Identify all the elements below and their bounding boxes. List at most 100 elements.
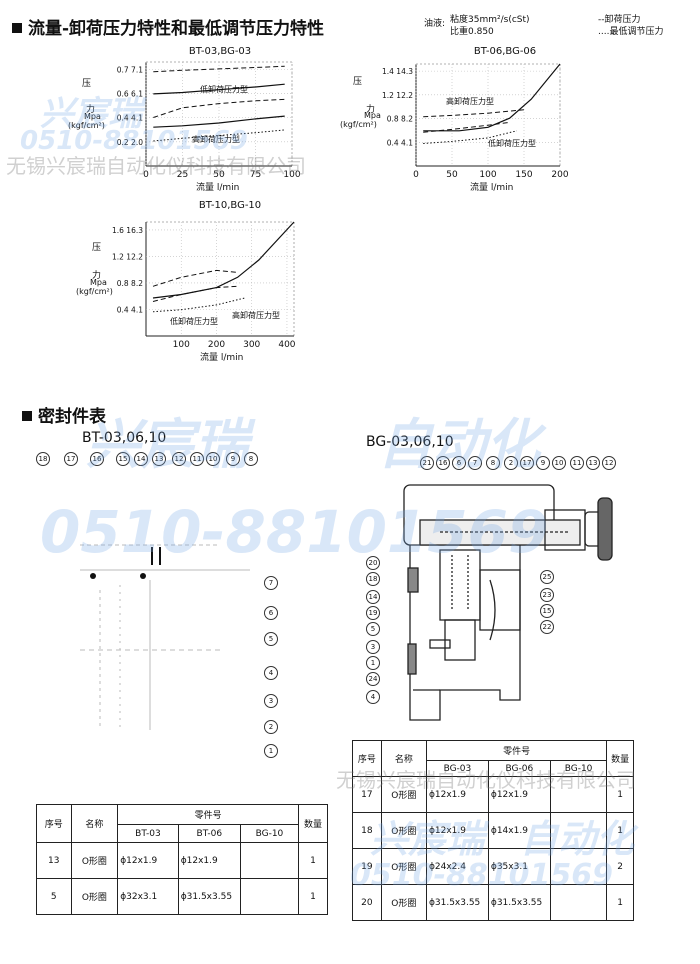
callout-number: 3	[366, 640, 380, 654]
cell-c2: ɸ12x1.9	[177, 842, 241, 879]
chart-x-tick-label: 100	[283, 170, 300, 180]
bg-label: BG-03,06,10	[366, 434, 454, 450]
table-row: 20 O形圈 ɸ31.5x3.55 ɸ31.5x3.55 1	[352, 884, 634, 921]
chart-x-tick-label: 400	[278, 340, 295, 350]
cell-c2: ɸ31.5x3.55	[177, 878, 241, 915]
chart-series-line	[153, 115, 285, 128]
th-no: 序号	[36, 804, 72, 843]
callout-number: 4	[366, 690, 380, 704]
th-part: 零件号	[117, 804, 299, 825]
cell-c3	[239, 878, 299, 915]
chart-y-tick-label: 0.4 4.1	[387, 138, 413, 147]
callout-number: 11	[570, 456, 584, 470]
callout-number: 3	[264, 694, 278, 708]
th-c2: BT-06	[177, 824, 241, 843]
chart3-title: BT-10,BG-10	[198, 200, 262, 211]
cell-no: 19	[352, 848, 382, 885]
cell-name: O形圈	[70, 842, 119, 879]
callout-number: 1	[366, 656, 380, 670]
section-title-seals: 密封件表	[22, 402, 106, 427]
chart-y-tick-label: 1.2 12.2	[112, 252, 143, 261]
callout-number: 13	[586, 456, 600, 470]
bt-drawing	[80, 544, 250, 730]
callout-number: 11	[190, 452, 204, 466]
chart2-y-char2: 力	[366, 105, 376, 115]
chart3-y-unit1: Mpa	[90, 278, 107, 287]
cell-c3	[239, 842, 299, 879]
cell-qty: 1	[297, 878, 329, 915]
cell-c1: ɸ32x3.1	[117, 878, 179, 915]
chart2-y-char1: 压	[353, 77, 363, 87]
chart-annotation: 低卸荷压力型	[200, 84, 248, 94]
callout-number: 6	[264, 606, 278, 620]
chart-x-tick-label: 0	[413, 170, 419, 180]
table-row: 5 O形圈 ɸ32x3.1 ɸ31.5x3.55 1	[36, 878, 329, 915]
chart2-y-unit2: (kgf/cm²)	[340, 120, 377, 129]
oil-viscosity: 粘度35mm²/s(cSt)	[450, 15, 530, 25]
chart-series-line	[152, 221, 295, 299]
section-title-text: 密封件表	[38, 407, 106, 427]
th-name: 名称	[380, 740, 427, 777]
chart-x-tick-label: 25	[177, 170, 188, 180]
chart-series-line	[153, 98, 285, 118]
watermark-phone: 0510-88101569	[350, 858, 613, 893]
chart1-y-char2: 力	[86, 105, 96, 115]
callout-number: 2	[264, 720, 278, 734]
callout-number: 22	[540, 620, 554, 634]
chart-x-tick-label: 50	[213, 170, 225, 180]
watermark-phone: 0510-88101569	[20, 126, 248, 156]
cell-no: 13	[36, 842, 72, 879]
chart2-x-label: 流量 l/min	[470, 183, 514, 193]
callout-number: 17	[64, 452, 78, 466]
section-title-text: 流量-卸荷压力特性和最低调节压力特性	[28, 19, 325, 39]
callout-number: 20	[366, 556, 380, 570]
watermark-phone: 0510-88101569	[40, 498, 549, 566]
cell-c2: ɸ35x3.1	[487, 848, 551, 885]
chart-y-tick-label: 0.2 2.0	[117, 138, 143, 147]
chart-x-tick-label: 100	[479, 170, 496, 180]
seal-table-bg: 序号 名称 零件号 数量 BG-03 BG-06 BG-10 17 O形圈 ɸ1…	[352, 740, 634, 921]
chart3-y-char1: 压	[92, 243, 102, 253]
chart-y-tick-label: 0.8 8.2	[117, 279, 143, 288]
bullet-square-icon	[22, 411, 32, 421]
cell-qty: 1	[297, 842, 329, 879]
table-row: 18 O形圈 ɸ12x1.9 ɸ14x1.9 1	[352, 812, 634, 849]
chart-series-line	[423, 130, 517, 144]
th-name: 名称	[70, 804, 119, 843]
th-part: 零件号	[425, 740, 608, 761]
chart1-y-char1: 压	[82, 79, 92, 89]
cell-no: 18	[352, 812, 382, 849]
th-qty: 数量	[297, 804, 329, 843]
legend-dashed: --卸荷压力	[598, 15, 641, 25]
chart3-x-label: 流量 l/min	[200, 353, 244, 363]
chart-series-line	[152, 269, 238, 287]
callout-number: 1	[264, 744, 278, 758]
chart-annotation: 低卸荷压力型	[170, 316, 218, 326]
chart-x-tick-label: 150	[515, 170, 532, 180]
chart-series-line	[423, 121, 510, 133]
cell-name: O形圈	[380, 884, 427, 921]
cell-c3	[549, 776, 608, 813]
seal-table-bt: 序号 名称 零件号 数量 BT-03 BT-06 BG-10 13 O形圈 ɸ1…	[36, 804, 329, 915]
oil-gravity: 比重0.850	[450, 27, 494, 37]
callout-number: 18	[366, 572, 380, 586]
chart-series-line	[152, 285, 238, 302]
cell-c3	[549, 812, 608, 849]
callout-number: 14	[366, 590, 380, 604]
th-c3: BG-10	[239, 824, 299, 843]
watermark-company: 无锡兴宸瑞自动化仪科技有限公司	[336, 768, 636, 792]
chart1-y-unit1: Mpa	[84, 112, 101, 121]
callout-number: 17	[520, 456, 534, 470]
callout-number: 4	[264, 666, 278, 680]
callout-number: 6	[452, 456, 466, 470]
chart1-y-unit2: (kgf/cm²)	[68, 121, 105, 130]
cell-c2: ɸ31.5x3.55	[487, 884, 551, 921]
table-row: 19 O形圈 ɸ24x2.4 ɸ35x3.1 2	[352, 848, 634, 885]
callout-number: 8	[486, 456, 500, 470]
chart-y-tick-label: 0.7 7.1	[117, 65, 143, 74]
watermark-brand: 兴宸瑞	[86, 413, 248, 476]
chart3-y-unit2: (kgf/cm²)	[76, 287, 113, 296]
chart3-y-char2: 力	[92, 271, 102, 281]
callout-number: 19	[366, 606, 380, 620]
